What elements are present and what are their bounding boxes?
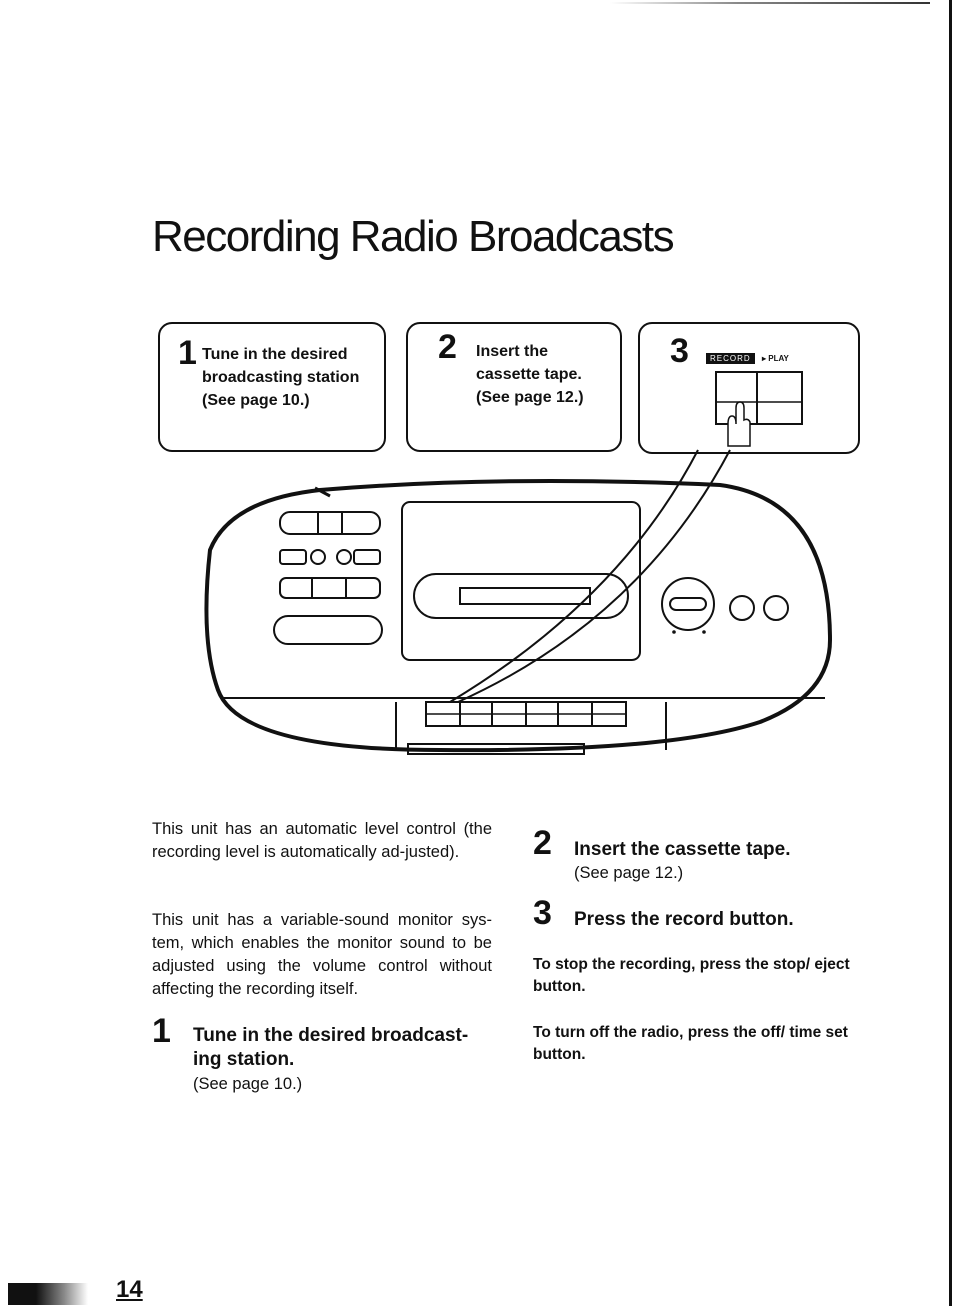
step-title: ing station.	[193, 1049, 295, 1070]
dial-icon	[763, 595, 789, 621]
top-edge-mark	[610, 2, 930, 4]
callout-text-line: (See page 12.)	[476, 389, 584, 406]
page-corner-mark	[8, 1283, 88, 1305]
dial-icon	[729, 595, 755, 621]
button-icon	[353, 549, 381, 565]
step-reference: (See page 12.)	[574, 864, 684, 882]
button-icon	[273, 615, 383, 645]
callout-text-line: Insert the	[476, 343, 549, 360]
step-number: 2	[533, 824, 552, 862]
pressing-finger-icon	[727, 401, 751, 447]
page-title: Recording Radio Broadcasts	[152, 212, 675, 261]
button-icon	[336, 549, 352, 565]
callout-number: 1	[178, 334, 197, 372]
step-title: Insert the cassette tape.	[574, 839, 791, 860]
volume-knob	[661, 577, 715, 631]
intro-paragraph: This unit has an automatic level control…	[152, 820, 492, 861]
cassette-window	[401, 501, 641, 661]
intro-paragraph: This unit has a variable-sound monitor s…	[152, 911, 492, 998]
button-icon	[279, 577, 381, 599]
callout-number: 2	[438, 328, 457, 366]
step-title: Tune in the desired broadcast-	[193, 1025, 469, 1046]
callout-text-line: broadcasting station	[202, 369, 360, 386]
callout-text-line: (See page 10.)	[202, 392, 310, 409]
callout-step-2: 2 Insert the cassette tape. (See page 12…	[406, 322, 622, 452]
play-label: ▸ PLAY	[762, 354, 789, 363]
record-label: RECORD	[706, 353, 755, 364]
callout-number: 3	[670, 332, 689, 370]
callout-text-line: Tune in the desired	[202, 346, 348, 363]
button-icon	[310, 549, 326, 565]
page-edge-rule	[949, 0, 952, 1306]
stop-recording-note: To stop the recording, press the stop/ e…	[533, 956, 850, 995]
page-number: 14	[116, 1276, 143, 1303]
step-number: 3	[533, 894, 552, 932]
turn-off-radio-note: To turn off the radio, press the off/ ti…	[533, 1024, 848, 1063]
step-title: Press the record button.	[574, 909, 794, 930]
step-number: 1	[152, 1012, 171, 1050]
stereo-unit-illustration	[204, 449, 833, 755]
record-button-illustration	[715, 371, 803, 447]
step-reference: (See page 10.)	[193, 1075, 303, 1093]
callout-text-line: cassette tape.	[476, 366, 582, 383]
callout-step-1: 1 Tune in the desired broadcasting stati…	[158, 322, 386, 452]
button-icon	[279, 511, 381, 535]
callout-step-3: 3 RECORD ▸ PLAY	[638, 322, 860, 454]
button-icon	[279, 549, 307, 565]
